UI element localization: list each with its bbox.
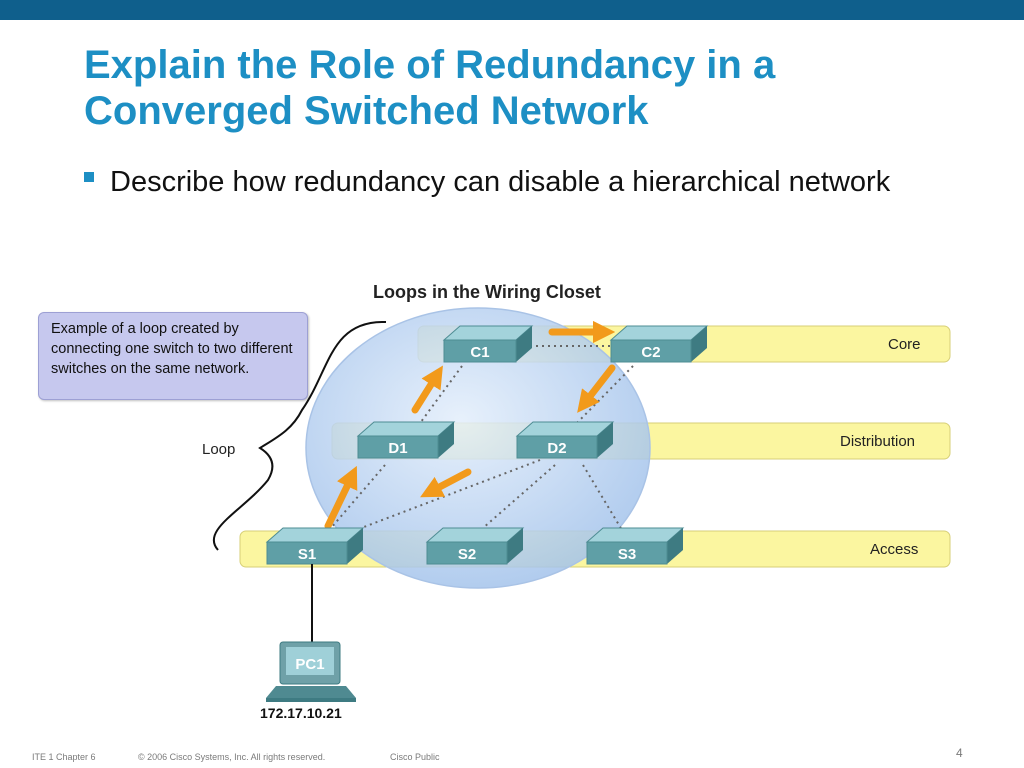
footer-copyright: © 2006 Cisco Systems, Inc. All rights re… <box>138 752 326 762</box>
bullet-text: Describe how redundancy can disable a hi… <box>110 166 891 198</box>
switch-s2-label: S2 <box>458 546 476 563</box>
loop-label: Loop <box>202 441 235 458</box>
diagram-title: Loops in the Wiring Closet <box>373 282 601 302</box>
loop-callout: Example of a loop created by connecting … <box>38 312 308 400</box>
loop-bubble <box>305 307 651 589</box>
top-bar <box>0 0 1024 20</box>
switch-s3-label: S3 <box>618 546 636 563</box>
loop-flow-arrows <box>324 320 616 530</box>
pc1-computer-icon: PC1 <box>266 641 356 702</box>
switch-d1-label: D1 <box>388 440 407 457</box>
switch-d2: D2 <box>515 421 615 459</box>
switch-c2: C2 <box>609 325 709 363</box>
pc1-label: PC1 <box>295 656 324 673</box>
switch-s1-label: S1 <box>298 546 316 563</box>
arrow-c2-to-d2 <box>577 364 616 413</box>
footer-classification: Cisco Public <box>390 752 440 762</box>
distribution-layer-label: Distribution <box>840 433 915 450</box>
switch-d2-label: D2 <box>547 440 566 457</box>
bullet-square-icon <box>84 172 94 182</box>
switch-s2: S2 <box>425 527 525 565</box>
footer-course: ITE 1 Chapter 6 <box>32 752 96 762</box>
loop-brace <box>212 320 387 551</box>
switch-d1: D1 <box>356 421 456 459</box>
arrow-d2-to-s1 <box>420 468 472 498</box>
loop-diagram-canvas: Loops in the Wiring Closet Core Distribu… <box>202 282 951 721</box>
slide-number: 4 <box>956 746 963 760</box>
switch-c1-label: C1 <box>470 344 489 361</box>
loop-diagram: Loops in the Wiring Closet Core Distribu… <box>30 270 970 730</box>
switch-s3: S3 <box>585 527 685 565</box>
switch-s1: S1 <box>265 527 365 565</box>
switch-c1: C1 <box>442 325 534 363</box>
dotted-links <box>324 345 634 539</box>
access-layer-label: Access <box>870 541 918 558</box>
pc1-ip-address: 172.17.10.21 <box>260 705 342 721</box>
arrow-d1-to-c1 <box>411 365 443 414</box>
slide-title: Explain the Role of Redundancy in a Conv… <box>84 43 776 133</box>
switch-c2-label: C2 <box>641 344 660 361</box>
arrow-s1-to-d1 <box>324 465 358 530</box>
core-layer-label: Core <box>888 336 921 353</box>
